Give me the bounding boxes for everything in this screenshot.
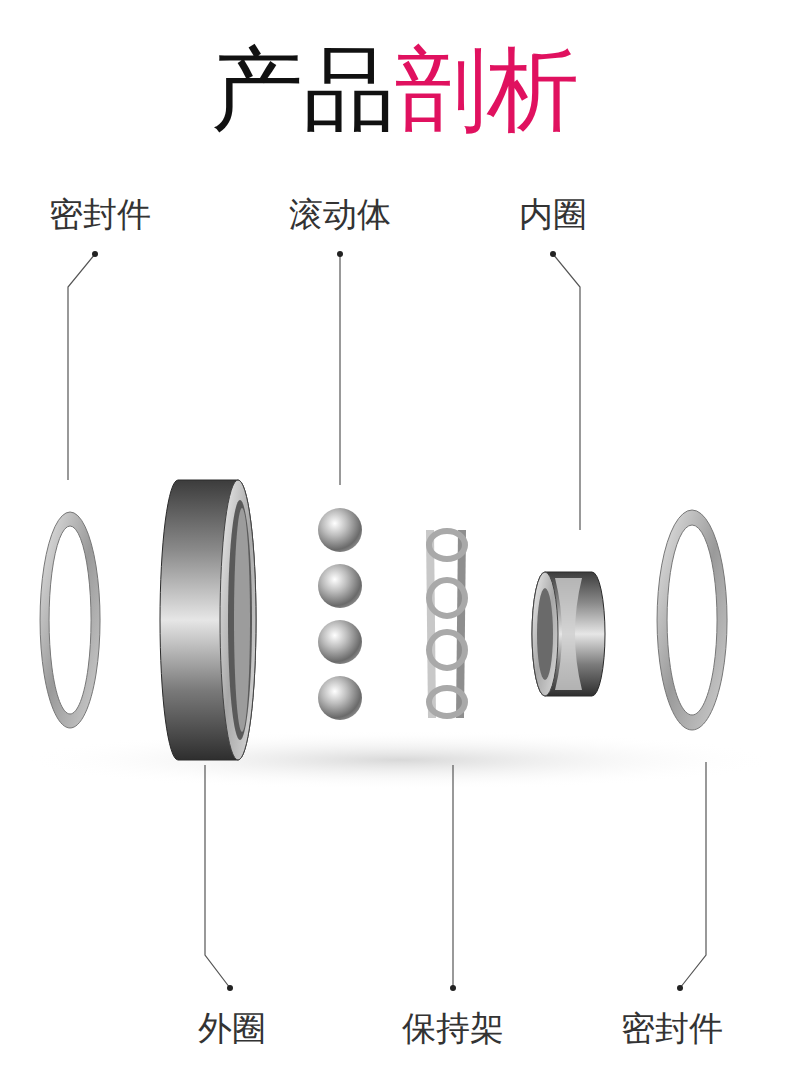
- outer-ring: [160, 480, 256, 760]
- leader-lines: [68, 254, 706, 988]
- part-label: 保持架: [402, 1008, 504, 1049]
- title: 产品剖析: [211, 38, 579, 144]
- cage: [429, 530, 465, 718]
- seal-ring: [40, 512, 100, 728]
- seal-ring: [657, 510, 727, 730]
- rolling-balls: [318, 508, 362, 720]
- inner-ring: [532, 572, 605, 696]
- part-label: 密封件: [49, 194, 151, 235]
- leader-dots: [92, 251, 683, 991]
- floor-shadow: [20, 730, 780, 790]
- part-label: 滚动体: [289, 194, 391, 235]
- part-label: 内圈: [519, 194, 587, 235]
- part-label: 密封件: [621, 1008, 723, 1049]
- part-label: 外圈: [198, 1008, 266, 1049]
